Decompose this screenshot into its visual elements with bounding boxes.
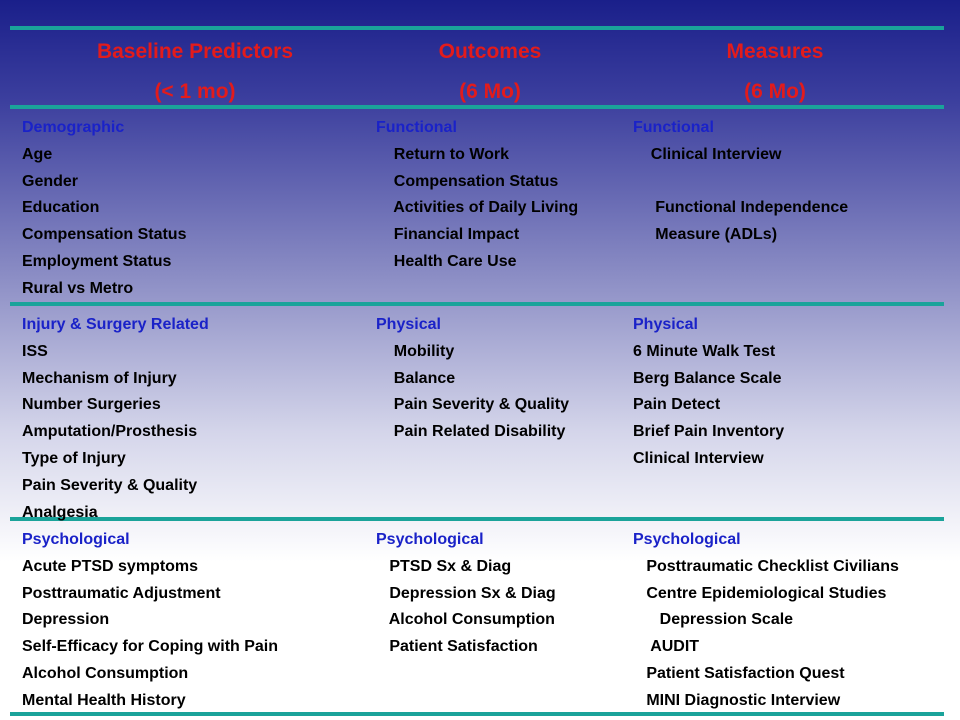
list-item: Pain Severity & Quality (22, 476, 198, 494)
list-item: Financial Impact (376, 226, 520, 244)
header-predictors: Baseline Predictors (< 1 mo) (50, 32, 340, 112)
section-functional: Demographic Age Gender Education Compens… (10, 109, 944, 301)
predictors-column: Demographic Age Gender Education Compens… (22, 115, 186, 303)
table-header: Baseline Predictors (< 1 mo) Outcomes (6… (10, 28, 944, 106)
list-item: Alcohol Consumption (22, 664, 189, 682)
list-item: Alcohol Consumption (376, 611, 555, 629)
list-item: Clinical Interview (633, 145, 782, 163)
header-outcomes: Outcomes (6 Mo) (390, 32, 590, 112)
measures-column: Psychological Posttraumatic Checklist Ci… (633, 527, 899, 715)
list-item: Mechanism of Injury (22, 369, 177, 387)
category-label: Demographic (22, 119, 125, 136)
list-item: Rural vs Metro (22, 279, 134, 297)
list-item: Measure (ADLs) (633, 226, 778, 244)
category-label: Functional (633, 119, 714, 136)
divider-1 (10, 302, 944, 306)
list-item: Activities of Daily Living (376, 199, 579, 217)
outcomes-column: Physical Mobility Balance Pain Severity … (376, 312, 569, 446)
list-item: Centre Epidemiological Studies (633, 584, 887, 602)
divider-header (10, 105, 944, 109)
list-item: Analgesia (22, 503, 98, 521)
section-psychological: Psychological Acute PTSD symptoms Posttr… (10, 521, 944, 711)
measures-column: Physical 6 Minute Walk Test Berg Balance… (633, 312, 784, 473)
list-item: Compensation Status (22, 226, 187, 244)
list-item: Mental Health History (22, 691, 186, 709)
list-item: Brief Pain Inventory (633, 423, 785, 441)
list-item: Posttraumatic Adjustment (22, 584, 221, 602)
category-label: Injury & Surgery Related (22, 316, 209, 333)
list-item: Depression Sx & Diag (376, 584, 556, 602)
list-item: Gender (22, 172, 79, 190)
header-predictors-period: (< 1 mo) (154, 80, 236, 103)
category-label: Psychological (22, 531, 130, 548)
header-outcomes-period: (6 Mo) (459, 80, 521, 103)
list-item: Amputation/Prosthesis (22, 423, 198, 441)
list-item: MINI Diagnostic Interview (633, 691, 841, 709)
category-label: Functional (376, 119, 457, 136)
list-item: Clinical Interview (633, 449, 764, 467)
list-item: Compensation Status (376, 172, 559, 190)
list-item: Health Care Use (376, 252, 517, 270)
list-item: Self-Efficacy for Coping with Pain (22, 638, 279, 656)
divider-2 (10, 517, 944, 521)
divider-top (10, 26, 944, 30)
list-item: Berg Balance Scale (633, 369, 782, 387)
outcomes-column: Functional Return to Work Compensation S… (376, 115, 578, 276)
category-label: Physical (376, 316, 441, 333)
header-measures-title: Measures (726, 40, 824, 63)
list-item: Employment Status (22, 252, 172, 270)
measures-column: Functional Clinical Interview Functional… (633, 115, 848, 249)
header-measures: Measures (6 Mo) (660, 32, 890, 112)
list-item: Functional Independence (633, 199, 849, 217)
list-item: Mobility (376, 342, 455, 360)
list-item: Patient Satisfaction (376, 638, 538, 656)
list-item: ISS (22, 342, 48, 360)
header-predictors-title: Baseline Predictors (96, 40, 294, 63)
category-label: Psychological (376, 531, 484, 548)
list-item: Depression (22, 611, 110, 629)
list-item: PTSD Sx & Diag (376, 557, 512, 575)
list-item: Acute PTSD symptoms (22, 557, 199, 575)
list-item: Pain Related Disability (376, 423, 566, 441)
list-item: Depression Scale (633, 611, 794, 629)
list-item: Education (22, 199, 100, 217)
header-outcomes-title: Outcomes (438, 40, 542, 63)
list-item: Posttraumatic Checklist Civilians (633, 557, 899, 575)
category-label: Physical (633, 316, 698, 333)
list-item: Age (22, 145, 53, 163)
list-item (633, 169, 848, 196)
header-measures-period: (6 Mo) (744, 80, 806, 103)
list-item: AUDIT (633, 638, 700, 656)
list-item: Pain Severity & Quality (376, 396, 569, 414)
predictors-column: Psychological Acute PTSD symptoms Posttr… (22, 527, 278, 715)
list-item: Number Surgeries (22, 396, 161, 414)
list-item: Patient Satisfaction Quest (633, 664, 845, 682)
list-item: Balance (376, 369, 456, 387)
list-item: 6 Minute Walk Test (633, 342, 776, 360)
section-physical: Injury & Surgery Related ISS Mechanism o… (10, 306, 944, 521)
divider-bottom (10, 712, 944, 716)
list-item: Return to Work (376, 145, 510, 163)
list-item: Type of Injury (22, 449, 126, 467)
list-item: Pain Detect (633, 396, 721, 414)
outcomes-column: Psychological PTSD Sx & Diag Depression … (376, 527, 556, 661)
category-label: Psychological (633, 531, 741, 548)
predictors-column: Injury & Surgery Related ISS Mechanism o… (22, 312, 209, 526)
